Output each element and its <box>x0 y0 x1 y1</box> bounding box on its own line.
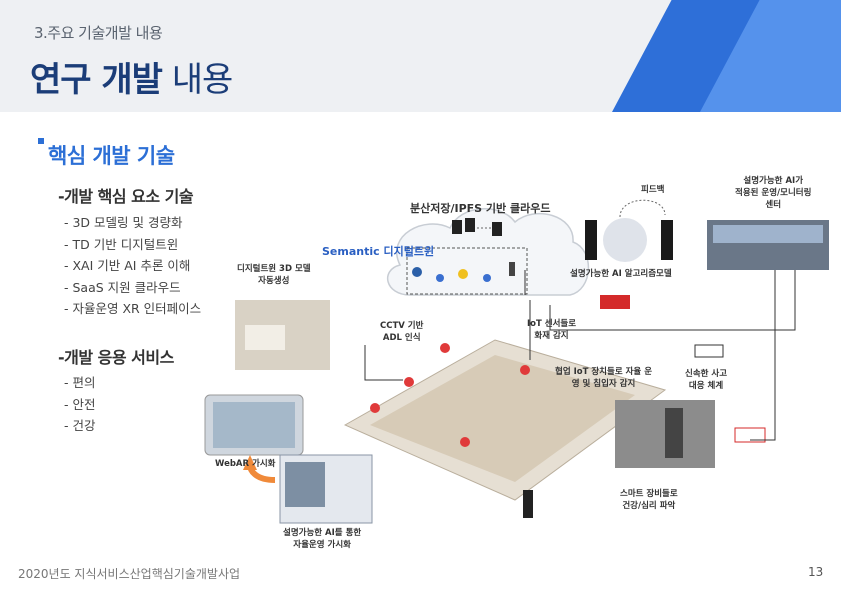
sensor-icon <box>509 262 515 276</box>
smart-device-label: 스마트 장비들로 건강/심리 파악 <box>620 488 678 512</box>
footer-text: 2020년도 지식서비스산업핵심기술개발사업 <box>18 565 240 582</box>
core-elements-list: 3D 모델링 및 경량화 TD 기반 디지털트윈 XAI 기반 AI 추론 이해… <box>64 212 201 320</box>
section-bullet <box>38 138 44 144</box>
xai-visualization-label: 설명가능한 AI를 통한 자율운영 가시화 <box>283 527 361 551</box>
sensor-marker <box>460 437 470 447</box>
list-item: SaaS 지원 클라우드 <box>64 277 201 299</box>
list-item: 3D 모델링 및 경량화 <box>64 212 201 234</box>
police-car-icon <box>695 345 723 357</box>
iot-fire-label: IoT 센서들로 화재 감지 <box>527 318 576 342</box>
section-title: 핵심 개발 기술 <box>48 140 175 170</box>
rapid-response-label: 신속한 사고 대응 체계 <box>685 368 727 392</box>
cctv-label: CCTV 기반 ADL 인식 <box>380 320 423 344</box>
page-title-bold: 연구 개발 <box>30 60 162 100</box>
output-layer-icon <box>661 220 673 260</box>
section-number: 3.주요 기술개발 내용 <box>34 22 162 43</box>
core-elements-title: -개발 핵심 요소 기술 <box>58 183 193 207</box>
share-icon <box>483 274 491 282</box>
sensor-marker <box>404 377 414 387</box>
sensor-marker <box>370 403 380 413</box>
applications-title: -개발 응용 서비스 <box>58 344 174 368</box>
dt3d-label: 디지털트윈 3D 모델 자동생성 <box>237 263 311 287</box>
sensor-marker <box>440 343 450 353</box>
coop-iot-label: 협업 IoT 장치들로 자율 운 영 및 침입자 감지 <box>555 366 652 390</box>
neural-net-icon <box>603 218 647 262</box>
diagram-graphics <box>195 170 841 565</box>
cloud-label: 분산저장/IPFS 기반 클라우드 <box>410 200 550 216</box>
applications-list: 편의 안전 건강 <box>64 372 96 437</box>
xai-monitoring-label: 설명가능한 AI가 적용된 운영/모니터링 센터 <box>735 175 811 211</box>
list-item: 편의 <box>64 372 96 394</box>
server-icon <box>452 220 462 234</box>
ai-model-label: 설명가능한 AI 알고리즘모델 <box>570 268 672 280</box>
feedback-arrow <box>620 200 665 217</box>
person-icon <box>523 490 533 518</box>
bulb-icon <box>458 269 468 279</box>
share-icon <box>436 274 444 282</box>
list-item: XAI 기반 AI 추론 이해 <box>64 255 201 277</box>
fire-truck-icon <box>600 295 630 309</box>
server-icon <box>492 222 502 236</box>
header-bar: 3.주요 기술개발 내용 연구 개발 내용 <box>0 0 841 112</box>
server-icon <box>465 218 475 232</box>
camera-icon <box>412 267 422 277</box>
list-item: 건강 <box>64 415 96 437</box>
sensor-marker <box>520 365 530 375</box>
list-item: TD 기반 디지털트윈 <box>64 234 201 256</box>
feedback-label: 피드백 <box>641 184 664 196</box>
page-title-light: 내용 <box>162 60 232 100</box>
list-item: 안전 <box>64 394 96 416</box>
semantic-twin-label: Semantic 디지털트윈 <box>322 243 434 259</box>
system-diagram: 분산저장/IPFS 기반 클라우드 Semantic 디지털트윈 피드백 설명가… <box>195 170 841 565</box>
input-layer-icon <box>585 220 597 260</box>
list-item: 자율운영 XR 인터페이스 <box>64 298 201 320</box>
page-title: 연구 개발 내용 <box>30 52 232 101</box>
page-number: 13 <box>808 565 823 579</box>
webar-label: WebAR 가시화 <box>215 458 275 470</box>
